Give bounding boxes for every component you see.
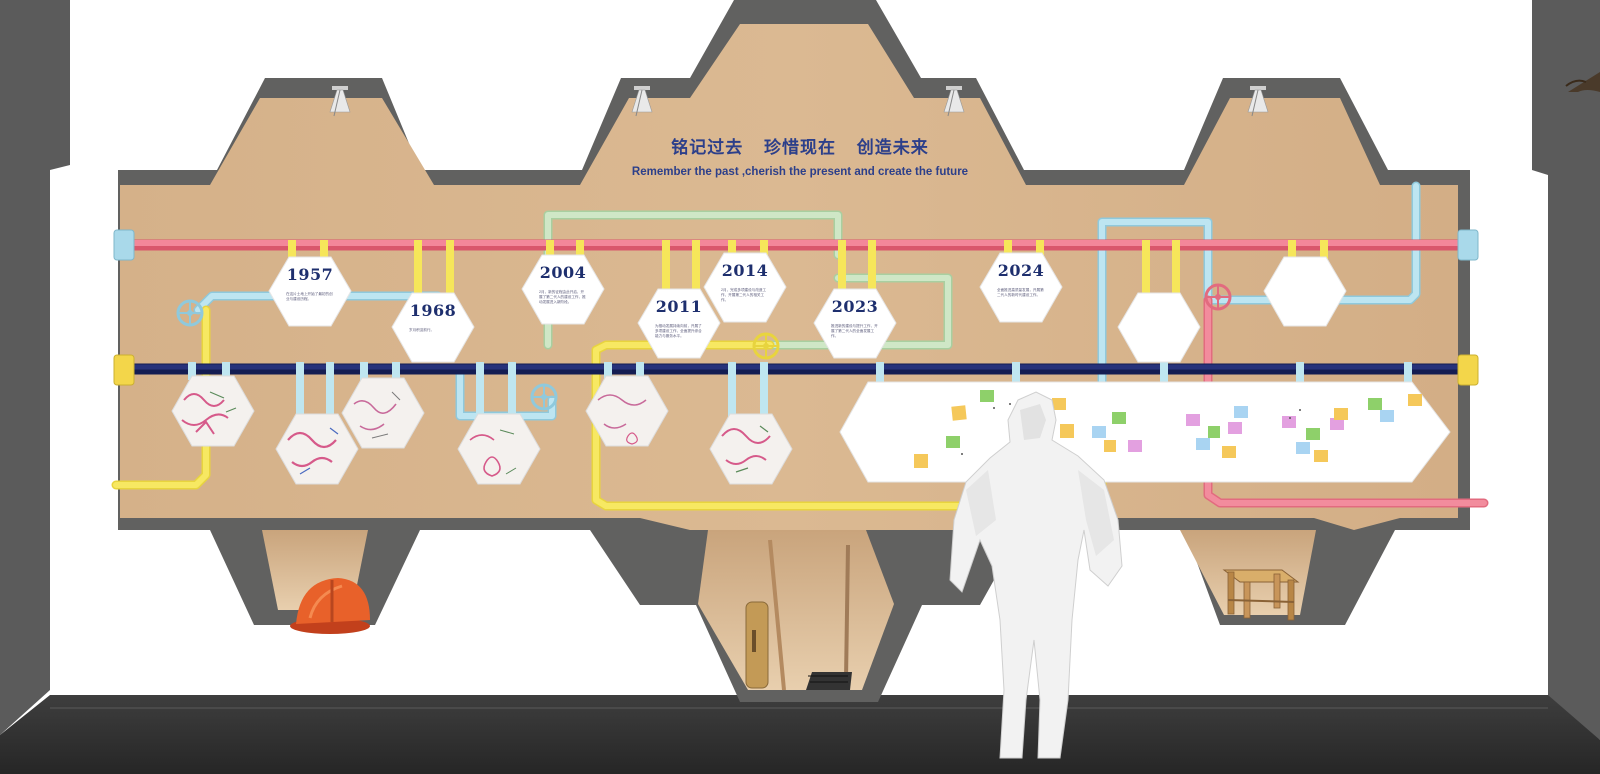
year-description: 在这片土地上开始了最初的创业与建设历程。 [286,292,333,301]
timeline-hex-1968: 1968 岁月积淀前行。 [392,291,474,363]
sticky-note-icon [1052,398,1066,410]
year-description: 推进新的建设与提升工作，开展了第二代人的全面发展工作。 [831,324,878,338]
sticky-note-icon [951,405,967,421]
spotlights [329,86,1269,117]
sticky-note-icon [914,454,928,468]
sticky-note-icon [1282,416,1296,428]
visitor-silhouette-icon [949,391,1123,759]
sticky-note-icon [1092,426,1106,438]
sticky-note-icon [1330,418,1344,430]
year-label: 1968 [409,301,457,320]
valve-wheel-icon [530,383,558,411]
sticky-notes [914,390,1422,468]
sticky-note-icon [1060,424,1074,438]
sticky-note-icon [1306,428,1320,440]
spotlight-icon [329,86,351,117]
timeline-hex-2024: 2024 全面推进高质量发展，开展第二代人的新时代建设工作。 [980,251,1062,323]
sticky-note-icon [1128,440,1142,452]
sticky-note-icon [1186,414,1200,426]
year-description: 全面推进高质量发展，开展第二代人的新时代建设工作。 [997,288,1044,297]
sticky-note-icon [1408,394,1422,406]
timeline-hex-2023: 2023 推进新的建设与提升工作，开展了第二代人的全面发展工作。 [814,287,896,359]
year-label: 2011 [655,297,703,316]
sticky-note-icon [980,390,994,402]
valve-wheel-icon [1204,283,1232,311]
year-description: 为推动发展持续向前，开展了多项建设工作，全面提升综合能力与服务水平。 [655,324,702,338]
year-label: 1957 [286,265,334,284]
year-label: 2023 [831,297,879,316]
graffiti-straps [188,362,1412,418]
sticky-note-icon [1104,440,1116,452]
sticky-note-icon [946,436,960,448]
spotlight-icon [943,86,965,117]
valve-wheel-icon [752,332,780,360]
year-label: 2014 [721,261,769,280]
graffiti-hex [709,413,793,485]
graffiti-hex [275,413,359,485]
graffiti-hex [457,413,541,485]
sticky-note-icon [1112,412,1126,424]
sticky-note-icon [1228,422,1242,434]
year-description: 2月，新的征程由此开启，开展了第二代人的建设工作，推动发展进入新阶段。 [539,290,586,304]
sticky-note-icon [1208,426,1220,438]
timeline-hex-1957: 1957 在这片土地上开始了最初的创业与建设历程。 [269,255,351,327]
graffiti-hex [341,377,425,449]
shovel-icon [745,539,852,691]
spotlight-icon [631,86,653,117]
valve-wheels [176,283,1232,411]
year-hexagons [268,252,1347,363]
graffiti-hex [171,375,255,447]
message-board [839,381,1451,483]
sticky-note-icon [1334,408,1348,420]
graffiti-hexagons [171,375,793,485]
valve-wheel-icon [176,299,204,327]
sticky-note-icon [1296,442,1310,454]
timeline-hex-2011: 2011 为推动发展持续向前，开展了多项建设工作，全面提升综合能力与服务水平。 [638,287,720,359]
corner-ornament [1565,72,1600,92]
timeline-hex-2004: 2004 2月，新的征程由此开启，开展了第二代人的建设工作，推动发展进入新阶段。 [522,253,604,325]
hard-hat-icon [290,578,370,634]
sticky-note-icon [1196,438,1210,450]
year-description: 2月，完成多项建设与改造工作，开展第二代人的相关工作。 [721,288,767,302]
hex-straps [288,240,1328,294]
sticky-note-icon [1314,450,1328,462]
year-description: 岁月积淀前行。 [409,328,435,332]
sticky-note-icon [1380,410,1394,422]
timeline-hex-2014: 2014 2月，完成多项建设与改造工作，开展第二代人的相关工作。 [704,251,786,323]
graffiti-hex [585,375,669,447]
sticky-note-icon [1234,406,1248,418]
pipe-system [111,181,1489,511]
spotlight-icon [1247,86,1269,117]
sticky-note-icon [1222,446,1236,458]
wooden-stool-icon [1222,569,1300,621]
sticky-note-icon [1368,398,1382,410]
pipe-end-caps [113,229,1479,386]
year-label: 2024 [997,261,1045,280]
year-label: 2004 [539,263,587,282]
